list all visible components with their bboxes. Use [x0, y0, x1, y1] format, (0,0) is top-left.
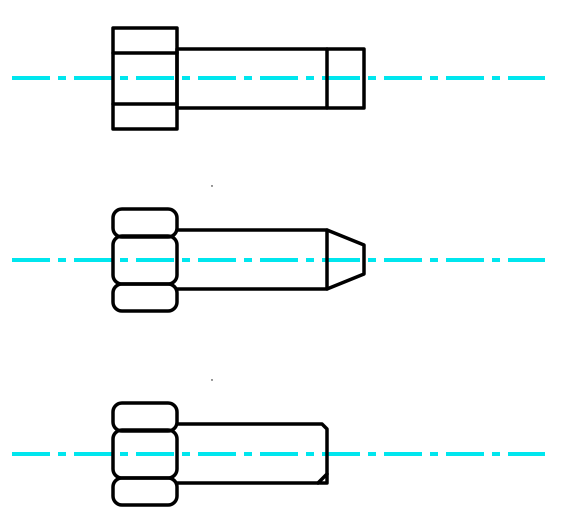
bolt-hex-head-chamfered-end	[12, 401, 545, 507]
bolt-3-end-chamfer	[316, 472, 329, 485]
bolt-2-head-face-bottom	[111, 282, 179, 313]
bolt-3-head-face-top	[111, 401, 179, 433]
bolt-hex-head-pointed-end	[12, 207, 545, 313]
stray-dot-1	[211, 185, 213, 187]
bolt-1-shank	[175, 47, 366, 110]
stray-dot-2	[211, 379, 213, 381]
bolt-3-head-face-bottom	[111, 476, 179, 507]
bolt-3-shank	[175, 422, 329, 485]
bolt-2-shank	[175, 228, 366, 291]
bolt-square-head-flat-end	[12, 26, 545, 131]
bolt-2-head-face-top	[111, 207, 179, 239]
